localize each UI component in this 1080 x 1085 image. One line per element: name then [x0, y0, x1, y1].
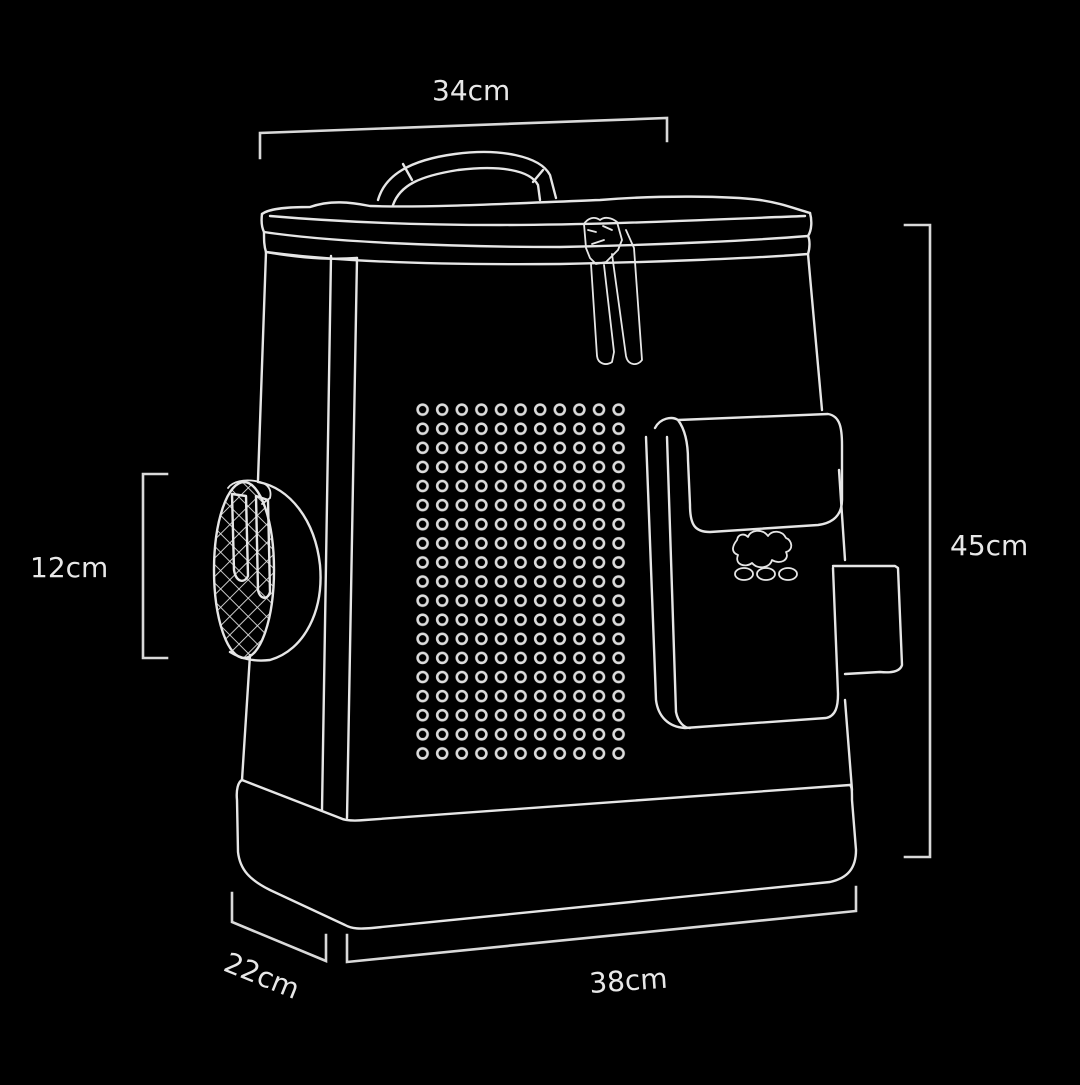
- front-pocket: [644, 412, 844, 730]
- ventilation-grid: [414, 401, 630, 764]
- paw-print-icon: [732, 529, 798, 581]
- side-mesh-pocket: [212, 479, 322, 662]
- lid: [260, 195, 813, 266]
- dimension-label-height: 45cm: [950, 529, 1028, 562]
- dimension-label-bottom-width: 38cm: [588, 962, 668, 1000]
- dimension-top-width: 34cm: [258, 74, 669, 160]
- dimension-label-top-width: 34cm: [432, 74, 510, 107]
- dimension-bottom-width: 38cm: [345, 885, 858, 1000]
- top-handle: [376, 150, 558, 207]
- ventilation-holes: [414, 401, 630, 764]
- main-body: [240, 250, 854, 820]
- dimension-side-pocket-height: 12cm: [30, 472, 169, 660]
- dimension-height: 45cm: [903, 223, 1028, 859]
- dimension-label-side-pocket: 12cm: [30, 551, 108, 584]
- base: [235, 778, 858, 930]
- side-strap: [831, 564, 904, 676]
- zipper-pulls: [583, 216, 643, 365]
- dimension-label-depth: 22cm: [219, 946, 304, 1006]
- backpack-drawing: [212, 150, 904, 930]
